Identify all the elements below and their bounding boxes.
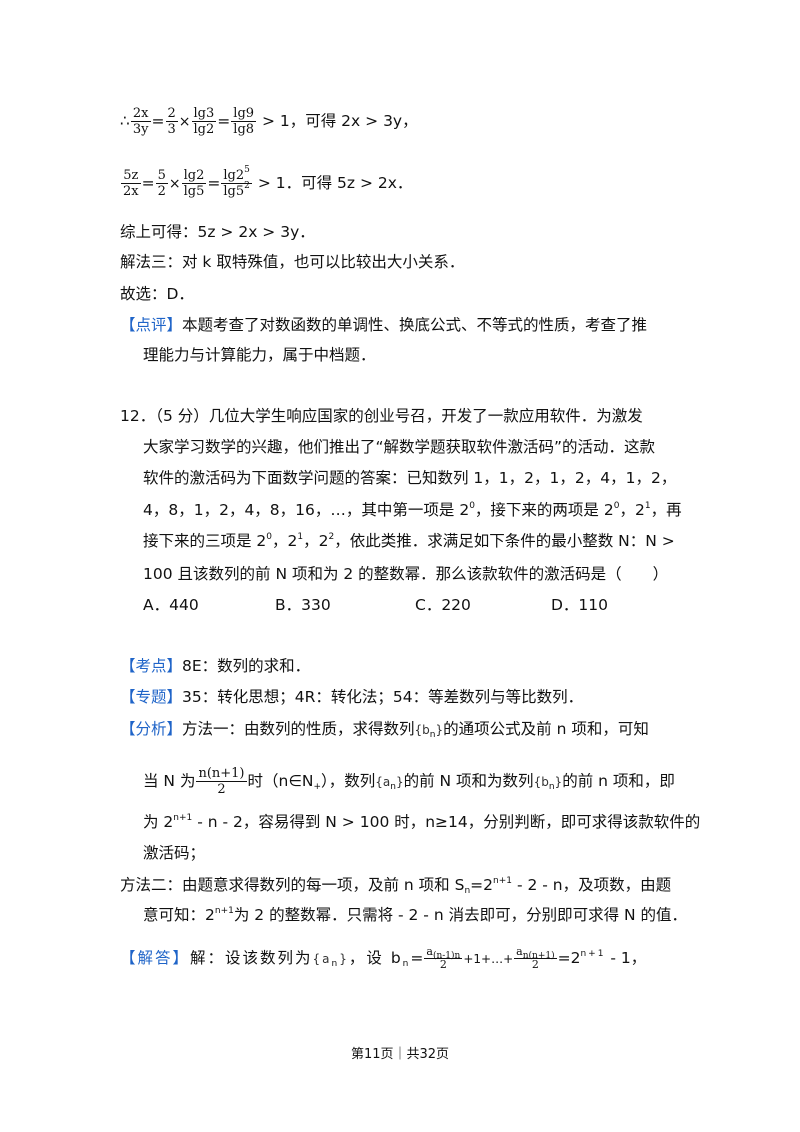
option-a: A．440 (143, 596, 199, 614)
q12-line-6: 100 且该数列的前 N 项和为 2 的整数幂．那么该款软件的激活码是（ ） (143, 565, 669, 583)
zhuanti-tag: 【专题】 (120, 688, 183, 706)
jieda-tag: 【解答】 (120, 949, 191, 967)
q12-line-3: 软件的激活码为下面数学问题的答案：已知数列 1，1，2，1，2，4，1，2， (143, 469, 677, 487)
zhuanti-text: 35：转化思想；4R：转化法；54：等差数列与等比数列． (182, 688, 584, 706)
times-symbol: × (178, 114, 191, 130)
choice-line: 故选：D． (120, 285, 194, 303)
method3-line: 解法三：对 k 取特殊值，也可以比较出大小关系． (120, 253, 465, 271)
equals: = (217, 112, 231, 130)
formula-tail: > 1，可得 2x > 3y， (261, 112, 418, 130)
comment-tag: 【点评】 (120, 316, 183, 334)
kaodian-tag: 【考点】 (120, 657, 183, 675)
comment-line-2: 理能力与计算能力，属于中档题． (143, 346, 376, 364)
q12-line-1: 12．（5 分）几位大学生响应国家的创业号召，开发了一款应用软件．为激发 (120, 407, 643, 425)
option-c: C．220 (415, 596, 471, 614)
option-b: B．330 (275, 596, 331, 614)
comment-line-1: 【点评】本题考查了对数函数的单调性、换底公式、不等式的性质，考查了推 (120, 314, 647, 336)
fenxi-line-6: 意可知：2n+1为 2 的整数幂．只需将 - 2 - n 消去即可，分别即可求得… (143, 906, 688, 924)
kaodian-text: 8E：数列的求和． (182, 657, 311, 675)
fenxi-tag: 【分析】 (120, 720, 183, 738)
equals: = (207, 174, 221, 192)
fenxi-line-3: 为 2n+1 - n - 2，容易得到 N > 100 时，n≥14，分别判断，… (143, 813, 701, 831)
equals: = (151, 112, 165, 130)
fenxi-line-1: 【分析】方法一：由数列的性质，求得数列{bn}的通项公式及前 n 项和，可知 (120, 720, 649, 740)
times-symbol: × (168, 176, 181, 192)
kaodian-line: 【考点】8E：数列的求和． (120, 655, 310, 677)
equals: = (141, 174, 155, 192)
fraction-n-n1-2: n(n+1)2 (196, 766, 247, 797)
fenxi-line-5: 方法二：由题意求得数列的每一项，及前 n 项和 Sn=2n+1 - 2 - n，… (120, 876, 672, 896)
page-footer: 第11页｜共32页 (350, 1047, 450, 1062)
therefore-symbol: ∴ (120, 112, 130, 130)
comment-text: 本题考查了对数函数的单调性、换底公式、不等式的性质，考查了推 (182, 316, 648, 334)
option-d: D．110 (551, 596, 609, 614)
formula-tail: > 1．可得 5z > 2x． (257, 174, 413, 192)
zhuanti-line: 【专题】35：转化思想；4R：转化法；54：等差数列与等比数列． (120, 686, 583, 708)
fraction-a-n-n1-over-2: an(n+1)2 (514, 945, 557, 971)
fenxi-line-4: 激活码； (143, 844, 206, 862)
q12-line-2: 大家学习数学的兴趣，他们推出了“解数学题获取软件激活码”的活动．这款 (143, 438, 656, 456)
q12-line-4: 4，8，1，2，4，8，16，…，其中第一项是 20，接下来的两项是 20，21… (143, 501, 682, 519)
summary-line: 综上可得：5z > 2x > 3y． (120, 223, 315, 241)
q12-line-5: 接下来的三项是 20，21，22，依此类推．求满足如下条件的最小整数 N：N > (143, 532, 675, 550)
